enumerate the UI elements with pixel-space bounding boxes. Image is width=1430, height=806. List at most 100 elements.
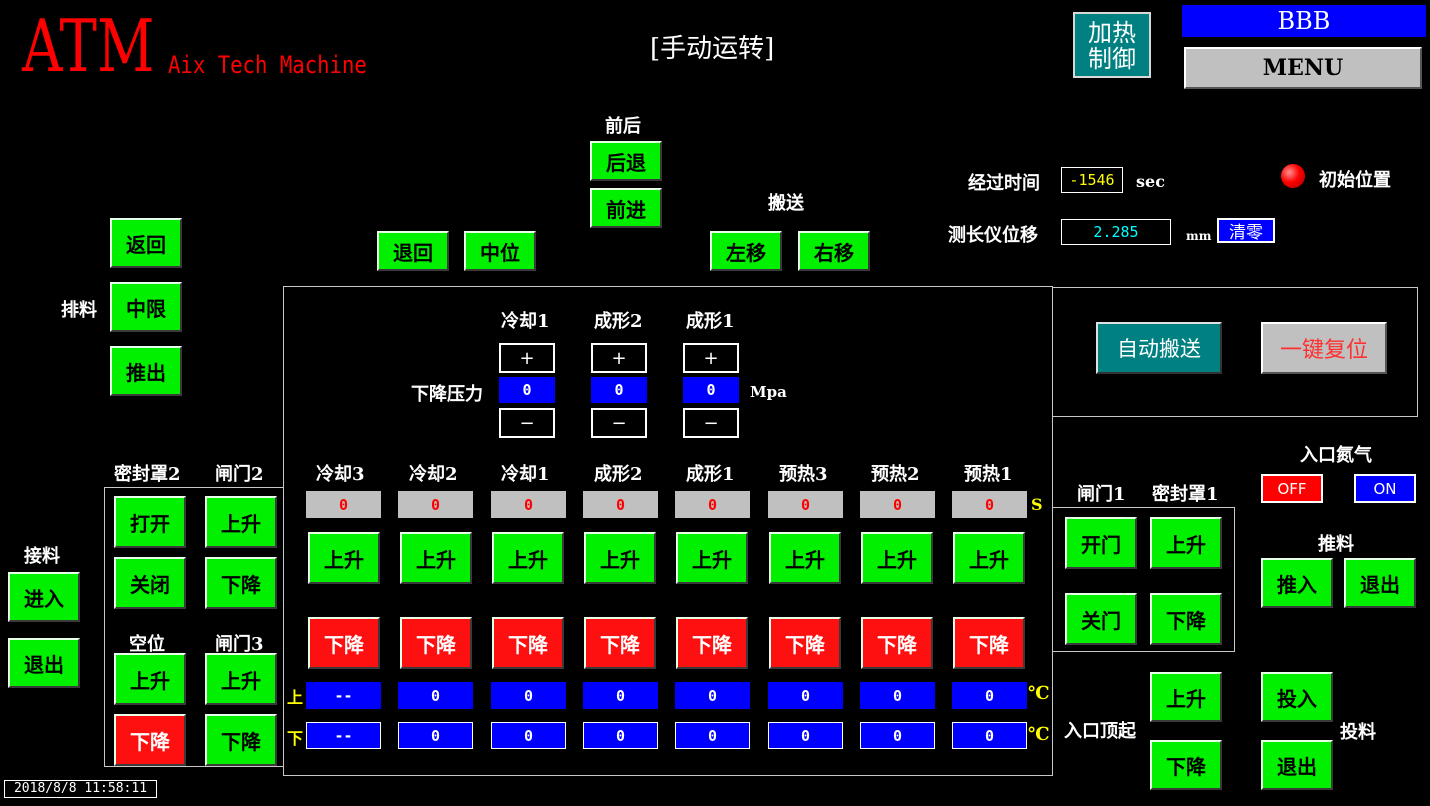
- pressure-plus-button-1[interactable]: +: [499, 343, 555, 373]
- push-exit-button[interactable]: 退出: [1344, 558, 1416, 608]
- entry-lift-raise-button[interactable]: 上升: [1150, 672, 1222, 722]
- station-time[interactable]: 0: [675, 491, 750, 518]
- station-time[interactable]: 0: [491, 491, 566, 518]
- left-panel-frame: [104, 487, 284, 767]
- feed-exit-button[interactable]: 退出: [1261, 740, 1333, 790]
- return-back-button[interactable]: 退回: [377, 231, 449, 271]
- lower-temp-unit: ℃: [1028, 724, 1050, 745]
- pressure-minus-button-3[interactable]: −: [683, 408, 739, 438]
- empty-position-label: 空位: [129, 634, 165, 655]
- entry-lift-label: 入口顶起: [1064, 721, 1136, 742]
- seal-cover-1-lower-button[interactable]: 下降: [1150, 593, 1222, 645]
- empty-position-lower-button[interactable]: 下降: [114, 714, 186, 766]
- pressure-col-2-name: 成形2: [594, 311, 643, 332]
- station-raise-button[interactable]: 上升: [492, 532, 564, 584]
- lower-temp-label: 下: [287, 729, 304, 748]
- station-lower-button[interactable]: 下降: [676, 617, 748, 669]
- gate-3-raise-button[interactable]: 上升: [205, 653, 277, 705]
- station-lower-button[interactable]: 下降: [769, 617, 841, 669]
- pressure-minus-button-1[interactable]: −: [499, 408, 555, 438]
- receive-enter-button[interactable]: 进入: [8, 572, 80, 622]
- station-time[interactable]: 0: [860, 491, 935, 518]
- atm-logo: ATM: [22, 4, 155, 88]
- nitrogen-off-button[interactable]: OFF: [1261, 474, 1323, 503]
- discharge-label: 排料: [61, 300, 97, 321]
- front-back-label: 前后: [605, 116, 641, 137]
- station-raise-button[interactable]: 上升: [953, 532, 1025, 584]
- menu-button[interactable]: MENU: [1184, 47, 1422, 89]
- station-raise-button[interactable]: 上升: [584, 532, 656, 584]
- retreat-button[interactable]: 后退: [590, 141, 662, 181]
- discharge-mid-limit-button[interactable]: 中限: [110, 282, 182, 332]
- station-time[interactable]: 0: [768, 491, 843, 518]
- clear-button[interactable]: 清零: [1217, 218, 1275, 243]
- gate-2-raise-button[interactable]: 上升: [205, 496, 277, 548]
- middle-position-button[interactable]: 中位: [464, 231, 536, 271]
- station-time[interactable]: 0: [583, 491, 658, 518]
- pressure-minus-button-2[interactable]: −: [591, 408, 647, 438]
- gate-3-lower-button[interactable]: 下降: [205, 714, 277, 766]
- receive-exit-button[interactable]: 退出: [8, 638, 80, 688]
- station-lower-button[interactable]: 下降: [861, 617, 933, 669]
- lower-temp-value: 0: [491, 722, 566, 749]
- initial-position-indicator-icon: [1281, 164, 1305, 188]
- receive-label: 接料: [24, 546, 60, 567]
- station-lower-button[interactable]: 下降: [308, 617, 380, 669]
- upper-temp-value: 0: [583, 682, 658, 709]
- station-raise-button[interactable]: 上升: [308, 532, 380, 584]
- discharge-push-out-button[interactable]: 推出: [110, 346, 182, 396]
- lower-temp-value: 0: [675, 722, 750, 749]
- lower-temp-value: 0: [583, 722, 658, 749]
- station-name: 冷却2: [409, 464, 458, 485]
- station-name: 预热1: [964, 464, 1013, 485]
- push-in-button[interactable]: 推入: [1261, 558, 1333, 608]
- upper-temp-value: 0: [860, 682, 935, 709]
- station-raise-button[interactable]: 上升: [676, 532, 748, 584]
- station-raise-button[interactable]: 上升: [861, 532, 933, 584]
- empty-position-raise-button[interactable]: 上升: [114, 653, 186, 705]
- gate-3-label: 闸门3: [215, 634, 264, 655]
- station-lower-button[interactable]: 下降: [584, 617, 656, 669]
- station-name: 预热2: [871, 464, 920, 485]
- pressure-value-1[interactable]: 0: [499, 377, 555, 403]
- station-time[interactable]: 0: [398, 491, 473, 518]
- push-material-label: 推料: [1318, 534, 1354, 555]
- move-right-button[interactable]: 右移: [798, 231, 870, 271]
- nitrogen-on-button[interactable]: ON: [1354, 474, 1416, 503]
- one-key-reset-button[interactable]: 一键复位: [1261, 322, 1387, 374]
- station-raise-button[interactable]: 上升: [769, 532, 841, 584]
- move-left-button[interactable]: 左移: [710, 231, 782, 271]
- station-lower-button[interactable]: 下降: [492, 617, 564, 669]
- station-lower-button[interactable]: 下降: [953, 617, 1025, 669]
- seal-cover-1-raise-button[interactable]: 上升: [1150, 517, 1222, 569]
- advance-button[interactable]: 前进: [590, 188, 662, 228]
- feed-put-in-button[interactable]: 投入: [1261, 672, 1333, 722]
- initial-position-label: 初始位置: [1319, 170, 1391, 191]
- auto-carry-button[interactable]: 自动搬送: [1096, 322, 1222, 374]
- pressure-value-3[interactable]: 0: [683, 377, 739, 403]
- displacement-value: 2.285: [1061, 219, 1171, 245]
- seal-cover-2-open-button[interactable]: 打开: [114, 496, 186, 548]
- upper-temp-value: 0: [398, 682, 473, 709]
- upper-temp-value: 0: [768, 682, 843, 709]
- entry-lift-lower-button[interactable]: 下降: [1150, 740, 1222, 790]
- gate-1-close-button[interactable]: 关门: [1065, 593, 1137, 645]
- heating-control-button[interactable]: 加热 制御: [1073, 12, 1151, 78]
- discharge-return-button[interactable]: 返回: [110, 218, 182, 268]
- pressure-plus-button-2[interactable]: +: [591, 343, 647, 373]
- gate-2-lower-button[interactable]: 下降: [205, 557, 277, 609]
- upper-temp-label: 上: [287, 688, 304, 707]
- pressure-plus-button-3[interactable]: +: [683, 343, 739, 373]
- gate-1-open-button[interactable]: 开门: [1065, 517, 1137, 569]
- seal-cover-2-close-button[interactable]: 关闭: [114, 557, 186, 609]
- station-raise-button[interactable]: 上升: [400, 532, 472, 584]
- station-time[interactable]: 0: [952, 491, 1027, 518]
- station-lower-button[interactable]: 下降: [400, 617, 472, 669]
- pressure-unit: Mpa: [750, 383, 787, 401]
- pressure-value-2[interactable]: 0: [591, 377, 647, 403]
- station-time[interactable]: 0: [306, 491, 381, 518]
- upper-temp-value: --: [306, 682, 381, 709]
- pressure-label: 下降压力: [411, 384, 483, 405]
- upper-temp-value: 0: [491, 682, 566, 709]
- elapsed-time-value: -1546: [1061, 167, 1123, 193]
